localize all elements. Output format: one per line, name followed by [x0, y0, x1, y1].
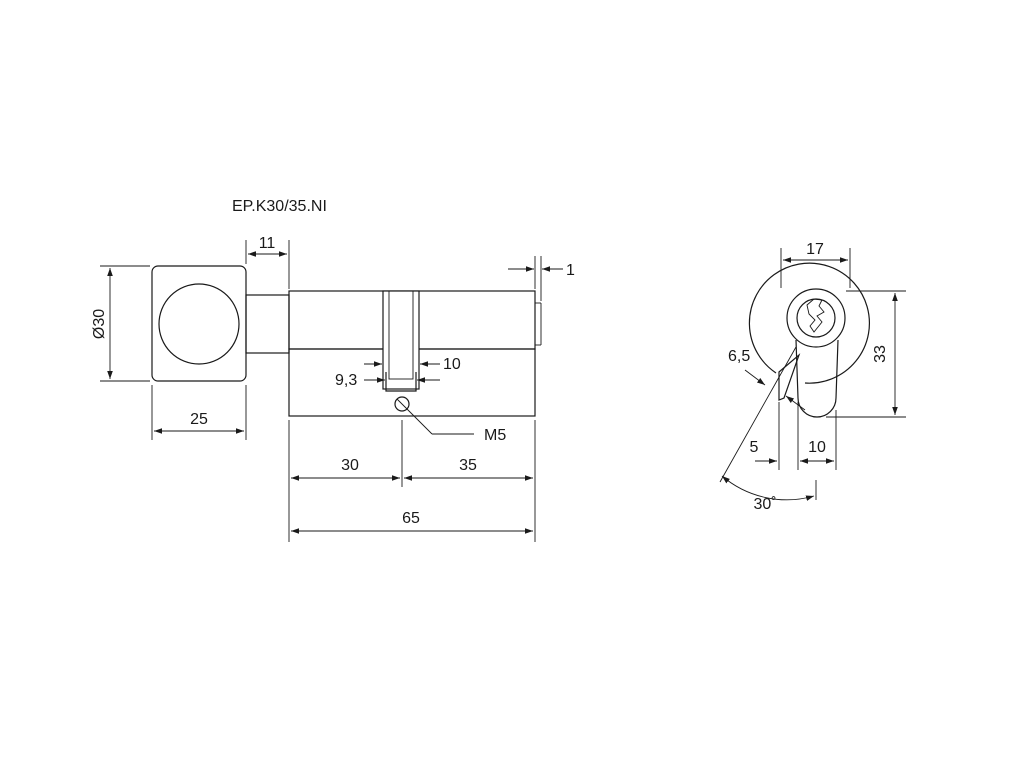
angle-label: 30˚ [753, 496, 776, 513]
cam [385, 372, 417, 392]
front-cam-width-label: 10 [808, 439, 826, 456]
cam-offset-label: 1 [566, 262, 575, 279]
screw-hole [394, 396, 410, 412]
cylinder-head [786, 288, 846, 348]
rosette [748, 262, 870, 384]
spindle-label: 11 [259, 235, 276, 252]
front-view [748, 262, 870, 418]
height-label: 33 [872, 345, 889, 363]
keyway-icon [806, 298, 825, 333]
cam-leg [778, 353, 801, 401]
side-view [151, 265, 542, 435]
knob-face [158, 283, 240, 365]
knob-diameter-label: Ø30 [91, 309, 108, 339]
cylinder-profile [795, 339, 839, 418]
cam-width-label: 10 [443, 356, 461, 373]
model-title: EP.K30/35.NI [232, 198, 327, 215]
screw-label: M5 [484, 427, 506, 444]
side-view-dimensions: Ø30 25 11 1 10 9,3 M5 30 [91, 235, 575, 542]
edge-label: 6,5 [728, 348, 750, 365]
front-view-dimensions: 17 33 6,5 5 10 30˚ [719, 241, 906, 513]
cam-inner-label: 9,3 [335, 372, 357, 389]
knob-length-label: 25 [190, 411, 208, 428]
total-length-label: 65 [402, 510, 420, 527]
key-plug [796, 298, 836, 338]
length-a-label: 30 [341, 457, 359, 474]
cam-slot [382, 290, 420, 390]
front-cam-offset-label: 5 [750, 439, 759, 456]
length-b-label: 35 [459, 457, 477, 474]
width-top-label: 17 [806, 241, 824, 258]
knob-spindle [245, 294, 290, 354]
